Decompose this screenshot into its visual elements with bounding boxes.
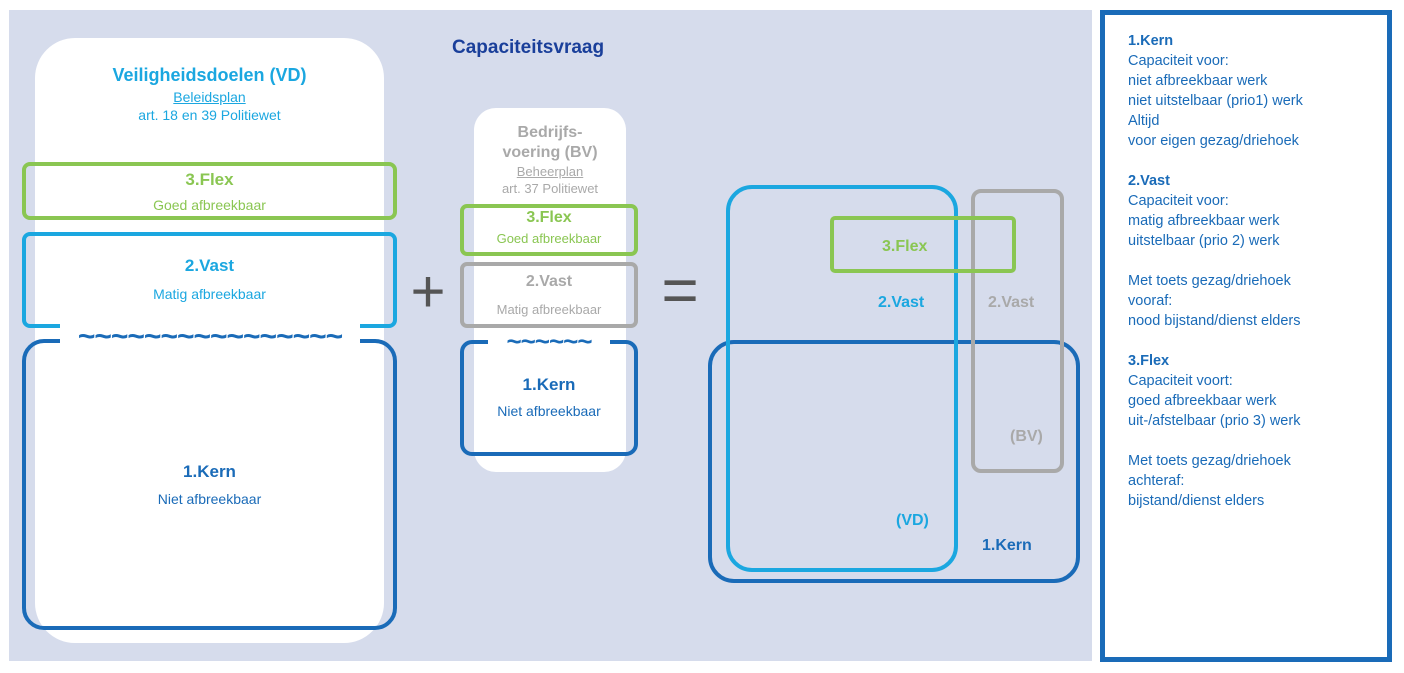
bv-vast-sub: Matig afbreekbaar [496, 302, 602, 317]
equals-sign: = [661, 254, 699, 326]
legend-kern-title: 1.Kern [1128, 33, 1174, 49]
vd-kern-box [22, 339, 397, 630]
result-flex-box [830, 216, 1016, 273]
bv-kern-title: 1.Kern [522, 375, 576, 394]
legend-line: achteraf: [1128, 473, 1185, 489]
bv-vast-box [460, 262, 638, 328]
vd-vast-box [22, 232, 397, 328]
legend-line: Capaciteit voor: [1128, 53, 1229, 69]
legend-line: matig afbreekbaar werk [1128, 213, 1280, 229]
bv-vast-title: 2.Vast [525, 273, 573, 290]
legend-line: uitstelbaar (prio 2) werk [1128, 233, 1280, 249]
plus-sign: + [410, 258, 446, 325]
legend-line: Met toets gezag/driehoek [1128, 453, 1291, 469]
result-kern-box [708, 340, 1080, 583]
vd-subtitle: art. 18 en 39 Politiewet [138, 107, 281, 123]
bv-kern-sub: Niet afbreekbaar [497, 403, 601, 419]
legend-line: nood bijstand/dienst elders [1128, 313, 1301, 329]
legend-line: niet afbreekbaar werk [1128, 73, 1268, 89]
vd-policy-link[interactable]: Beleidsplan [173, 89, 246, 105]
bv-policy-link[interactable]: Beheerplan [516, 164, 584, 179]
legend-sidebar: 1.Kern Capaciteit voor: niet afbreekbaar… [1100, 10, 1392, 662]
bv-flex-box [460, 204, 638, 256]
bv-kern-box [460, 340, 638, 456]
result-vd-label: (VD) [896, 512, 929, 529]
legend-vast-note: Met toets gezag/driehoek vooraf: nood bi… [1128, 271, 1387, 331]
legend-line: bijstand/dienst elders [1128, 493, 1265, 509]
legend-line: goed afbreekbaar werk [1128, 393, 1277, 409]
legend-line: uit-/afstelbaar (prio 3) werk [1128, 413, 1301, 429]
legend-line: niet uitstelbaar (prio1) werk [1128, 93, 1303, 109]
vd-kern-title: 1.Kern [183, 462, 236, 481]
legend-flex-title: 3.Flex [1128, 353, 1170, 369]
legend-vast: 2.Vast Capaciteit voor: matig afbreekbaa… [1128, 171, 1387, 251]
result-vd-vast-label: 2.Vast [878, 294, 925, 311]
legend-line: Capaciteit voort: [1128, 373, 1233, 389]
vd-title: Veiligheidsdoelen (VD) [112, 65, 307, 85]
legend-line: Capaciteit voor: [1128, 193, 1229, 209]
bv-subtitle: art. 37 Politiewet [501, 181, 599, 196]
vd-vast-sub: Matig afbreekbaar [153, 286, 266, 302]
legend-line: Met toets gezag/driehoek [1128, 273, 1291, 289]
bv-flex-sub: Goed afbreekbaar [496, 231, 602, 246]
bv-title-line2: voering (BV) [502, 144, 598, 161]
legend-vast-title: 2.Vast [1128, 173, 1170, 189]
vd-kern-sub: Niet afbreekbaar [157, 491, 262, 507]
result-bv-vast-label: 2.Vast [988, 294, 1035, 311]
bv-flex-title: 3.Flex [526, 209, 572, 226]
bv-card [474, 108, 626, 472]
result-bv-box [971, 189, 1064, 473]
legend-line: vooraf: [1128, 293, 1173, 309]
legend-line: Altijd [1128, 113, 1160, 129]
result-flex-label: 3.Flex [882, 238, 928, 255]
legend-kern: 1.Kern Capaciteit voor: niet afbreekbaar… [1128, 31, 1387, 151]
legend-flex-note: Met toets gezag/driehoek achteraf: bijst… [1128, 451, 1387, 511]
vd-wave-separator: ~~~~~~~~~~~~~~~~ [60, 322, 360, 352]
bv-wave-separator: ~~~~~~ [488, 328, 610, 354]
bv-title-line1: Bedrijfs- [517, 124, 583, 141]
result-bv-label: (BV) [1010, 428, 1043, 445]
result-kern-label: 1.Kern [982, 537, 1032, 554]
legend-flex: 3.Flex Capaciteit voort: goed afbreekbaa… [1128, 351, 1387, 431]
legend-line: voor eigen gezag/driehoek [1128, 133, 1299, 149]
vd-flex-sub: Goed afbreekbaar [153, 197, 266, 213]
result-vd-box [726, 185, 958, 572]
vd-flex-box [22, 162, 397, 220]
vd-vast-title: 2.Vast [184, 256, 235, 275]
diagram-title: Capaciteitsvraag [452, 37, 605, 58]
vd-flex-title: 3.Flex [185, 170, 234, 189]
